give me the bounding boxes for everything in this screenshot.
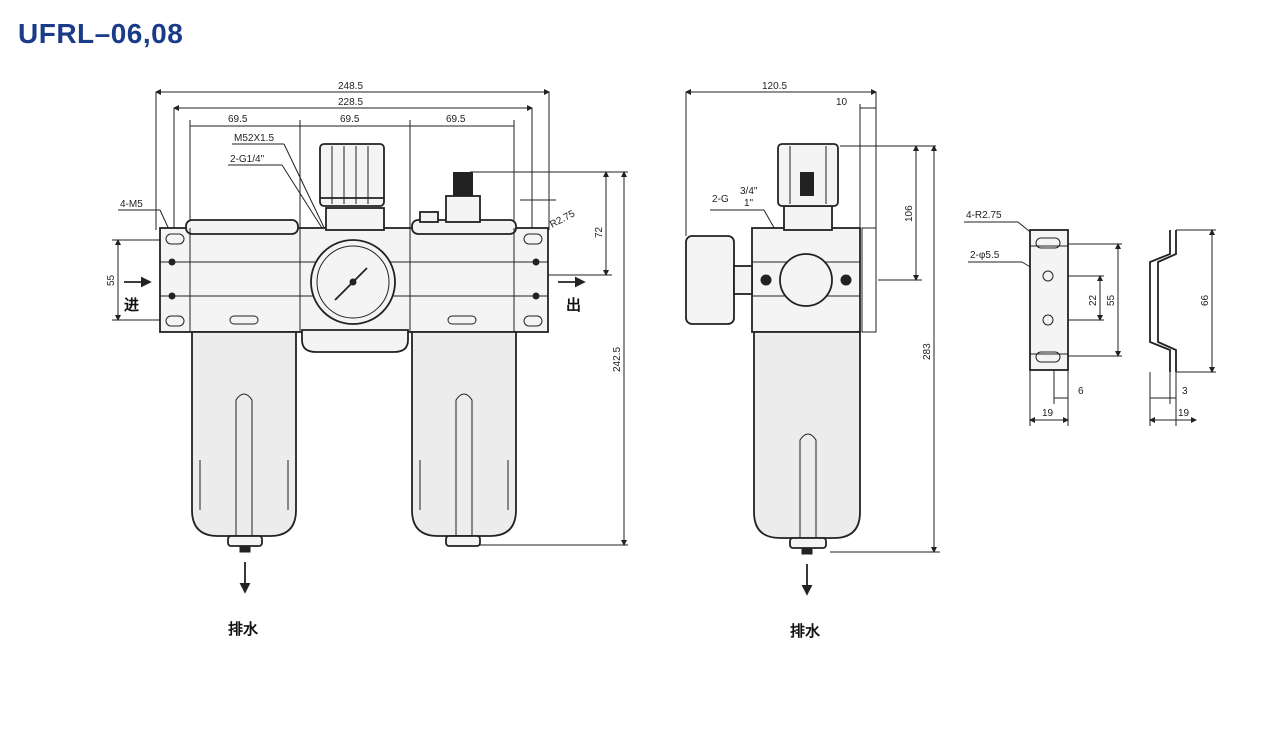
label-gauge-thread: M52X1.5 (234, 133, 274, 144)
dim-thickness-b: 3 (1182, 386, 1188, 397)
side-bowl (753, 331, 861, 539)
dim-unit-left: 69.5 (228, 114, 248, 125)
bracket-front (1029, 229, 1069, 371)
front-view: 248.5 228.5 69.5 69.5 69.5 72 242.5 (106, 81, 628, 638)
label-inlet: 进 (124, 296, 139, 314)
bracket-side (1149, 230, 1171, 372)
page-title: UFRL–06,08 (18, 18, 184, 49)
lubricator-bowl (411, 331, 517, 537)
label-slot-radius: 4-R2.75 (966, 210, 1002, 221)
label-gauge-port: 2-G1/4" (230, 154, 265, 165)
side-view: 120.5 10 106 283 2-G 3/4" 1" (685, 81, 940, 640)
lubricator-plug (453, 172, 473, 196)
regulator-knob (319, 143, 385, 207)
filter-bowl (191, 331, 297, 537)
dim-height-upper: 72 (594, 226, 605, 238)
dim-side-height-total: 283 (922, 343, 933, 360)
bracket-views: 4-R2.75 2-φ5.5 22 55 19 6 6 (964, 210, 1216, 426)
front-dimensions: 248.5 228.5 69.5 69.5 69.5 72 242.5 (106, 81, 628, 546)
label-drain-side: 排水 (790, 622, 821, 640)
dim-thickness-a: 6 (1078, 386, 1084, 397)
label-mount-thread: 4-M5 (120, 199, 143, 210)
label-hole-dia: 2-φ5.5 (970, 250, 1000, 261)
dim-height-outer: 66 (1200, 294, 1211, 306)
dim-height-total: 242.5 (612, 347, 623, 372)
dim-offset: 10 (836, 97, 848, 108)
dim-hole-spacing: 22 (1088, 294, 1099, 306)
label-drain-front: 排水 (228, 620, 259, 638)
dim-side-height-upper: 106 (904, 205, 915, 222)
dim-unit-mid: 69.5 (340, 114, 360, 125)
dim-port-height: 55 (106, 274, 117, 286)
dim-height-inner: 55 (1106, 294, 1117, 306)
label-port-thread: 2-G (712, 194, 729, 205)
label-port-size-b: 1" (744, 198, 754, 209)
label-port-size-a: 3/4" (740, 186, 758, 197)
dim-mount-span: 228.5 (338, 97, 363, 108)
dim-unit-right: 69.5 (446, 114, 466, 125)
side-gauge (685, 235, 735, 325)
dim-depth: 120.5 (762, 81, 787, 92)
dim-width-a: 19 (1042, 408, 1054, 419)
dim-width-b: 19 (1178, 408, 1190, 419)
label-outlet: 出 (566, 296, 581, 314)
side-dimensions: 120.5 10 106 283 (685, 81, 940, 553)
label-radius: R2.75 (548, 208, 577, 230)
regulator-bonnet (325, 207, 385, 231)
dim-overall-width: 248.5 (338, 81, 363, 92)
